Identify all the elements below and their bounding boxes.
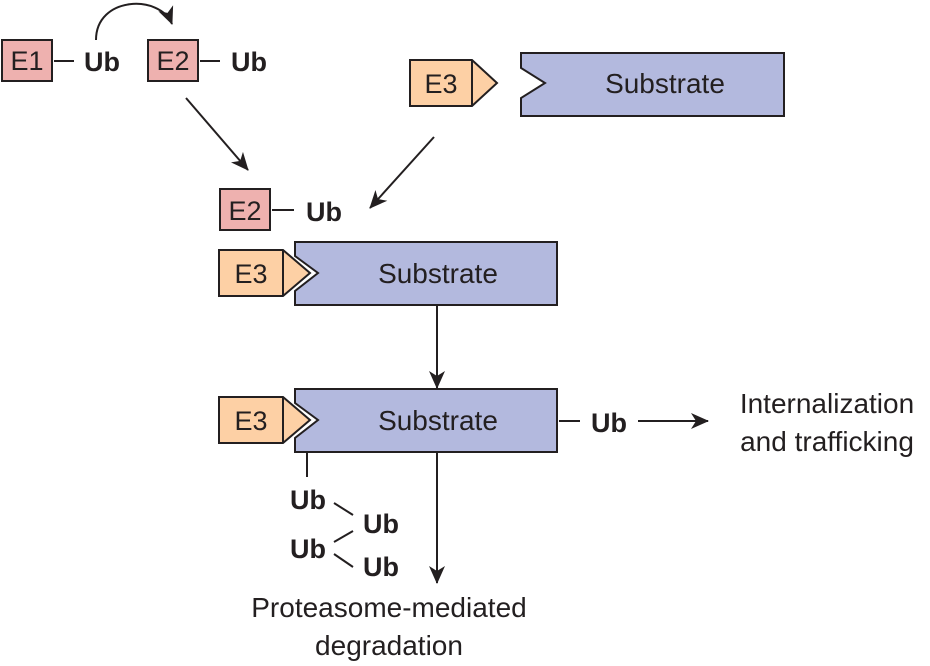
poly-ub-label: Ub (290, 485, 326, 515)
mono-ub-label: Ub (591, 408, 627, 438)
e3-label: E3 (424, 69, 457, 99)
e3-substrate-separate: E3 Substrate (409, 52, 785, 117)
e3-box (218, 249, 312, 297)
e3-label: E3 (234, 259, 267, 289)
substrate-label: Substrate (378, 405, 498, 436)
substrate-label: Substrate (378, 258, 498, 289)
ub-label: Ub (306, 197, 342, 227)
arrow-e2-to-complex (185, 97, 249, 171)
poly-ub-label: Ub (290, 534, 326, 564)
substrate-box (294, 241, 558, 306)
e2-ub-group-middle: E2 Ub (219, 188, 342, 231)
e3-box (409, 59, 499, 107)
substrate-box (294, 388, 558, 453)
e2-box (219, 188, 271, 231)
degradation-label: degradation (315, 630, 463, 661)
substrate-label: Substrate (605, 68, 725, 99)
internalization-label: Internalization (740, 388, 914, 419)
e2-ub-group-top: E2 Ub (147, 39, 267, 82)
poly-ub-label: Ub (363, 552, 399, 582)
e2-label: E2 (156, 46, 189, 76)
ubiquitinated-complex: E3 Substrate Ub Ub Ub Ub Ub (218, 388, 709, 582)
ub-label: Ub (231, 47, 267, 77)
e1-box (1, 39, 53, 82)
e1-label: E1 (10, 46, 43, 76)
transfer-arc-arrow (95, 2, 174, 41)
e3-label: E3 (234, 406, 267, 436)
e2-label: E2 (228, 196, 261, 226)
poly-ub-label: Ub (363, 509, 399, 539)
internalization-label: and trafficking (740, 426, 914, 457)
e3-box (218, 396, 312, 444)
arrow-e3-to-complex (369, 136, 435, 209)
e2-box (147, 39, 199, 82)
e1-ub-group: E1 Ub (1, 39, 120, 82)
ub-label: Ub (84, 47, 120, 77)
degradation-label: Proteasome-mediated (251, 592, 526, 623)
e3-substrate-complex: E3 Substrate (218, 241, 558, 306)
substrate-box (520, 52, 785, 117)
